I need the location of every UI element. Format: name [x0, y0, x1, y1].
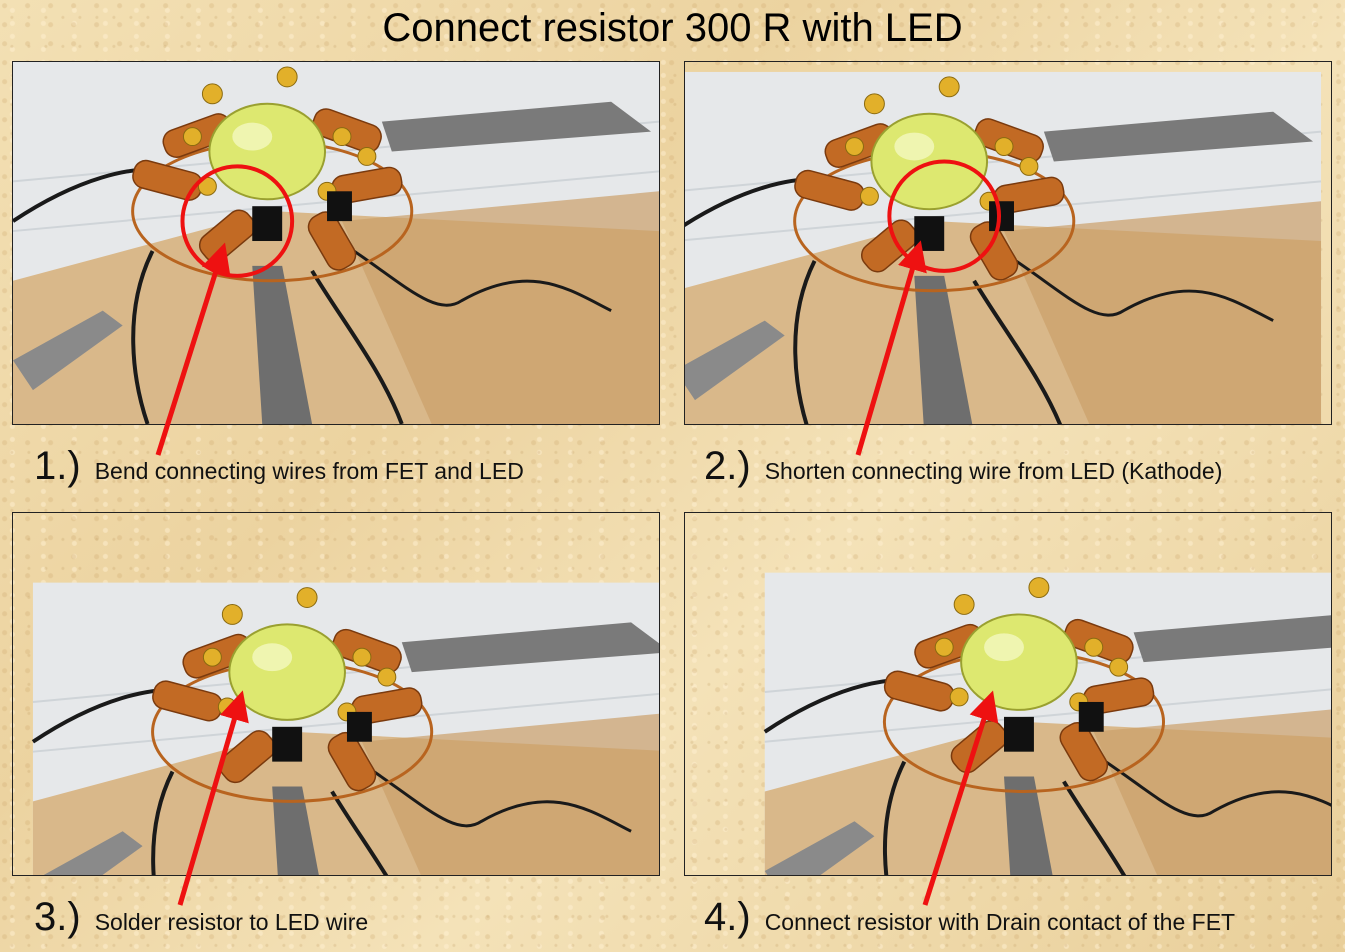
step-number: 4.)	[704, 895, 751, 939]
step-4-caption: 4.) Connect resistor with Drain contact …	[704, 895, 1235, 940]
step-text: Solder resistor to LED wire	[94, 909, 369, 935]
step-number: 3.)	[34, 895, 81, 939]
step-4-photo	[684, 512, 1332, 876]
step-3-caption: 3.) Solder resistor to LED wire	[34, 895, 368, 940]
step-text: Shorten connecting wire from LED (Kathod…	[764, 458, 1223, 484]
step-3-photo	[12, 512, 660, 876]
step-number: 1.)	[34, 444, 81, 488]
step-text: Connect resistor with Drain contact of t…	[764, 909, 1236, 935]
highlight-circle	[887, 159, 1002, 273]
highlight-circle	[180, 164, 295, 278]
step-2-caption: 2.) Shorten connecting wire from LED (Ka…	[704, 444, 1222, 489]
step-1-photo	[12, 61, 660, 425]
step-number: 2.)	[704, 444, 751, 488]
step-2-photo	[684, 61, 1332, 425]
step-1-caption: 1.) Bend connecting wires from FET and L…	[34, 444, 524, 489]
page-title: Connect resistor 300 R with LED	[382, 6, 963, 50]
step-text: Bend connecting wires from FET and LED	[94, 458, 524, 484]
